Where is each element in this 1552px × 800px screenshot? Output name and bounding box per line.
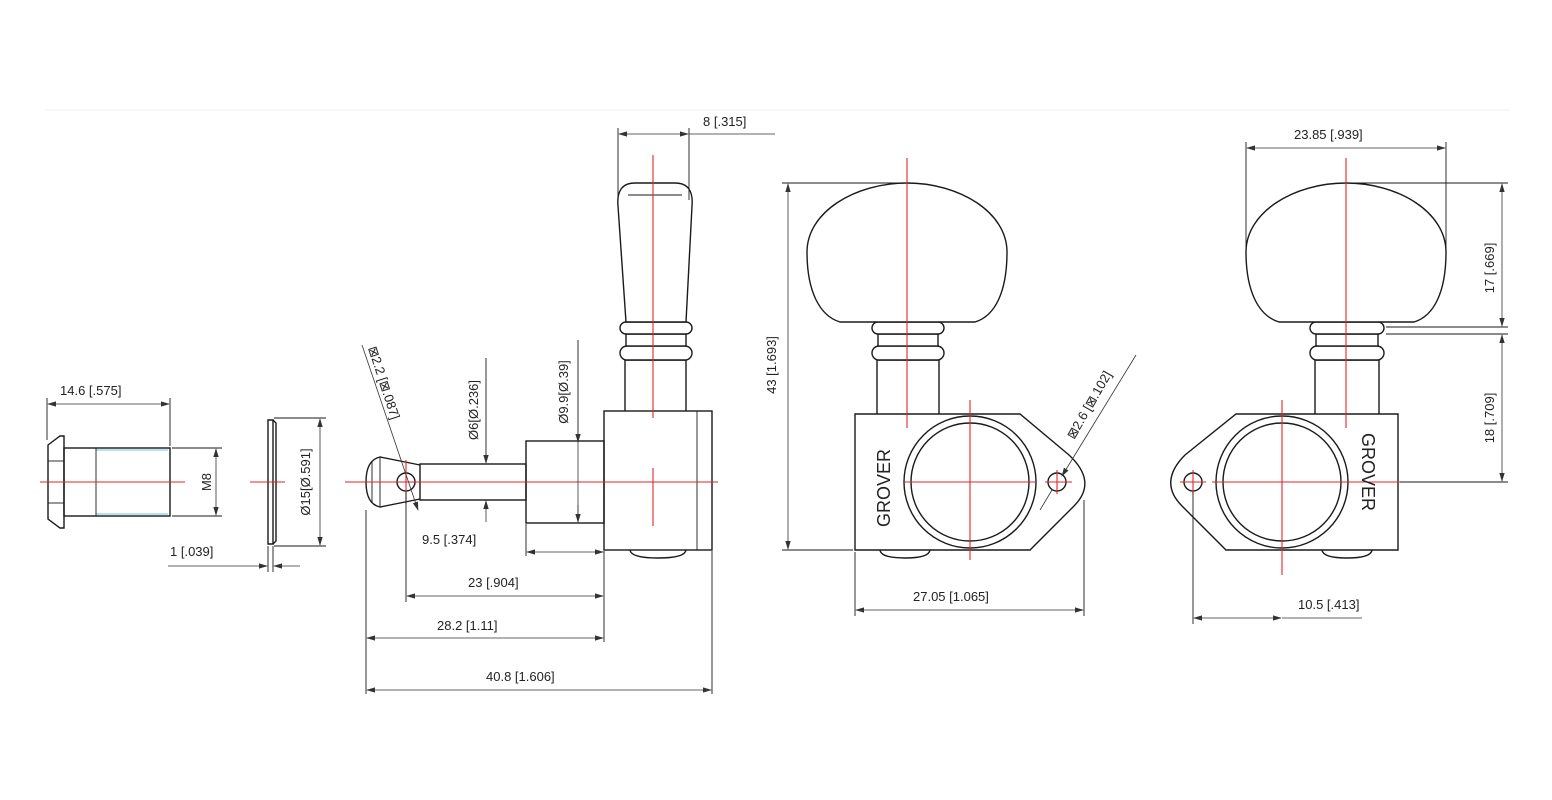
post-base-length-label: 9.5 [.374] <box>422 532 476 547</box>
button-width-label: 23.85 [.939] <box>1294 127 1363 142</box>
washer-diameter-label: Ø15[Ø.591] <box>298 448 313 515</box>
bushing-thread-label: M8 <box>199 473 214 491</box>
side-view <box>345 128 775 694</box>
front-view <box>782 158 1137 616</box>
post-to-housing-label: 28.2 [1.11] <box>437 618 497 633</box>
post-base-diameter-label: Ø9.9[Ø.39] <box>556 360 571 424</box>
housing-width-label: 27.05 [1.065] <box>913 589 989 604</box>
post-diameter-label: Ø6[Ø.236] <box>466 380 481 440</box>
bushing-length-label: 14.6 [.575] <box>60 383 121 398</box>
mount-hole-offset-label: 10.5 [.413] <box>1298 597 1359 612</box>
mount-hole-label: ⊠2.6 [⊠.102] <box>1064 368 1115 441</box>
front-brand-text: GROVER <box>874 449 894 527</box>
bushing-view <box>40 398 222 529</box>
overall-length-label: 40.8 [1.606] <box>486 669 555 684</box>
overall-height-label: 43 [1.693] <box>764 336 779 394</box>
rear-view <box>1170 142 1508 624</box>
washer-thickness-label: 1 [.039] <box>170 544 213 559</box>
shaft-height-label: 18 [.709] <box>1482 393 1497 444</box>
hole-to-housing-label: 23 [.904] <box>468 575 519 590</box>
button-height-label: 17 [.669] <box>1482 243 1497 294</box>
button-thickness-label: 8 [.315] <box>703 114 746 129</box>
rear-brand-text: GROVER <box>1358 433 1378 511</box>
washer-view <box>168 417 326 572</box>
